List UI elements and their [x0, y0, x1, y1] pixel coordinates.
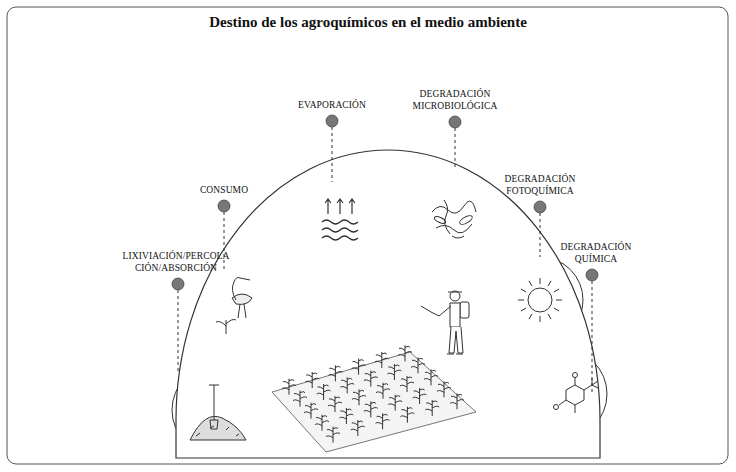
- corn-plant: [304, 403, 318, 419]
- corn-plant: [364, 371, 378, 387]
- process-label: CONSUMO: [179, 185, 269, 196]
- microbe-icon: [432, 200, 476, 238]
- corn-plant: [340, 377, 354, 393]
- sun-ray: [518, 300, 524, 301]
- crop-field: [272, 345, 476, 452]
- corn-plant: [388, 395, 402, 411]
- corn-plant: [376, 413, 390, 429]
- diagram-title: Destino de los agroquímicos en el medio …: [0, 14, 736, 31]
- corn-plant: [328, 365, 342, 381]
- corn-plant: [450, 393, 464, 409]
- sun-ray: [521, 308, 526, 311]
- sun-ray: [529, 314, 532, 319]
- sun-ray: [548, 281, 551, 286]
- corn-plant: [293, 391, 307, 407]
- process-label: EVAPORACIÓN: [277, 100, 387, 111]
- soil-shovel-icon: [190, 385, 246, 440]
- corn-plant: [375, 352, 389, 368]
- base: [8, 458, 728, 459]
- frame: [7, 7, 728, 464]
- corn-plant: [317, 384, 331, 400]
- sun-ray: [529, 281, 532, 286]
- corn-plant: [398, 345, 412, 361]
- corn-plant: [326, 427, 340, 443]
- corn-plant: [351, 420, 365, 436]
- farmer-icon: [421, 291, 469, 354]
- process-label: DEGRADACIÓN FOTOQUÍMICA: [490, 174, 590, 197]
- process-label: DEGRADACIÓN QUÍMICA: [548, 242, 644, 265]
- heron-icon: [216, 278, 252, 335]
- process-label: LIXIVIACIÓN/PERCOLA CIÓN/ABSORCIÓN: [110, 251, 242, 274]
- evaporation-icon: [322, 199, 358, 240]
- chemical-structure-icon: [554, 373, 599, 414]
- corn-plant: [364, 401, 378, 417]
- corn-plant: [424, 369, 438, 385]
- sun-ray: [554, 308, 559, 311]
- sun-ray: [554, 289, 559, 292]
- sun-ray: [548, 314, 551, 319]
- sun-ray: [540, 316, 541, 322]
- sun-icon: [518, 278, 562, 322]
- leader-lines: [178, 127, 592, 392]
- corn-plant: [328, 396, 342, 412]
- corn-plant: [352, 389, 366, 405]
- corn-plant: [305, 372, 319, 388]
- sun-ray: [556, 300, 562, 301]
- corn-plant: [315, 415, 329, 431]
- corn-plant: [352, 359, 366, 375]
- corn-plant: [437, 381, 451, 397]
- sun-ray: [521, 289, 526, 292]
- leader-dots: [172, 115, 598, 290]
- corn-plant: [282, 379, 296, 395]
- sun-ray: [540, 278, 541, 284]
- corn-plant: [411, 357, 425, 373]
- corn-plant: [376, 383, 390, 399]
- dome: [176, 150, 600, 458]
- corn-plant: [339, 408, 353, 424]
- corn-plant: [425, 400, 439, 416]
- corn-plant: [387, 364, 401, 380]
- process-label: DEGRADACIÓN MICROBIOLÓGICA: [403, 89, 507, 112]
- corn-plant: [400, 376, 414, 392]
- corn-plant: [400, 407, 414, 423]
- corn-plant: [413, 388, 427, 404]
